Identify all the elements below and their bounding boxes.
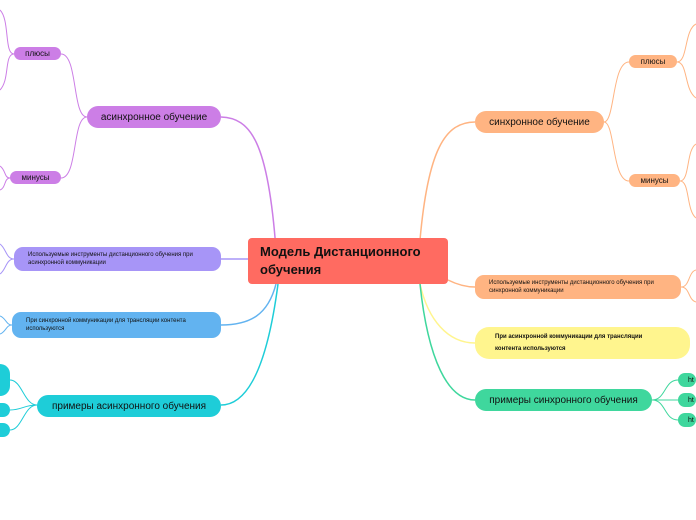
async-cons-label: минусы [21, 173, 50, 182]
async-learning-label: асинхронное обучение [100, 111, 208, 123]
sync-pros-topic[interactable]: плюсы [629, 55, 677, 68]
sync-cons-label: минусы [640, 176, 669, 185]
sync-translation-topic[interactable]: При синхронной коммуникации для трансляц… [12, 312, 221, 338]
async-pros-topic[interactable]: плюсы [14, 47, 61, 60]
sync-example-leaf-2-label: ht [688, 396, 694, 404]
sync-learning-topic[interactable]: синхронное обучение [475, 111, 604, 133]
central-topic-label: Модель Дистанционного обучения [260, 244, 421, 277]
async-translation-label: При асинхронной коммуникации для трансля… [495, 334, 643, 352]
sync-tools-topic[interactable]: Используемые инструменты дистанционного … [475, 275, 681, 299]
async-translation-topic[interactable]: При асинхронной коммуникации для трансля… [475, 327, 690, 359]
sync-example-leaf-2[interactable]: ht [678, 393, 696, 407]
async-pros-label: плюсы [25, 49, 50, 58]
async-examples-topic[interactable]: примеры асинхронного обучения [37, 395, 221, 417]
async-tools-label: Используемые инструменты дистанционного … [28, 252, 193, 266]
async-learning-topic[interactable]: асинхронное обучение [87, 106, 221, 128]
sync-example-leaf-1[interactable]: ht [678, 373, 696, 387]
sync-learning-label: синхронное обучение [489, 116, 590, 128]
sync-pros-label: плюсы [640, 57, 666, 66]
async-example-node-3[interactable] [0, 423, 10, 437]
async-examples-label: примеры асинхронного обучения [51, 400, 207, 412]
sync-translation-label: При синхронной коммуникации для трансляц… [26, 318, 186, 332]
async-tools-topic[interactable]: Используемые инструменты дистанционного … [14, 247, 221, 271]
sync-cons-topic[interactable]: минусы [629, 174, 680, 187]
sync-example-leaf-3-label: ht [688, 416, 694, 424]
sync-examples-label: примеры синхронного обучения [489, 394, 638, 406]
sync-tools-label: Используемые инструменты дистанционного … [489, 280, 654, 294]
async-cons-topic[interactable]: минусы [10, 171, 61, 184]
sync-example-leaf-1-label: ht [688, 376, 694, 384]
central-topic[interactable]: Модель Дистанционного обучения [248, 238, 448, 284]
sync-examples-topic[interactable]: примеры синхронного обучения [475, 389, 652, 411]
sync-example-leaf-3[interactable]: ht [678, 413, 696, 427]
async-example-node-1[interactable] [0, 364, 10, 396]
async-example-node-2[interactable] [0, 403, 10, 417]
